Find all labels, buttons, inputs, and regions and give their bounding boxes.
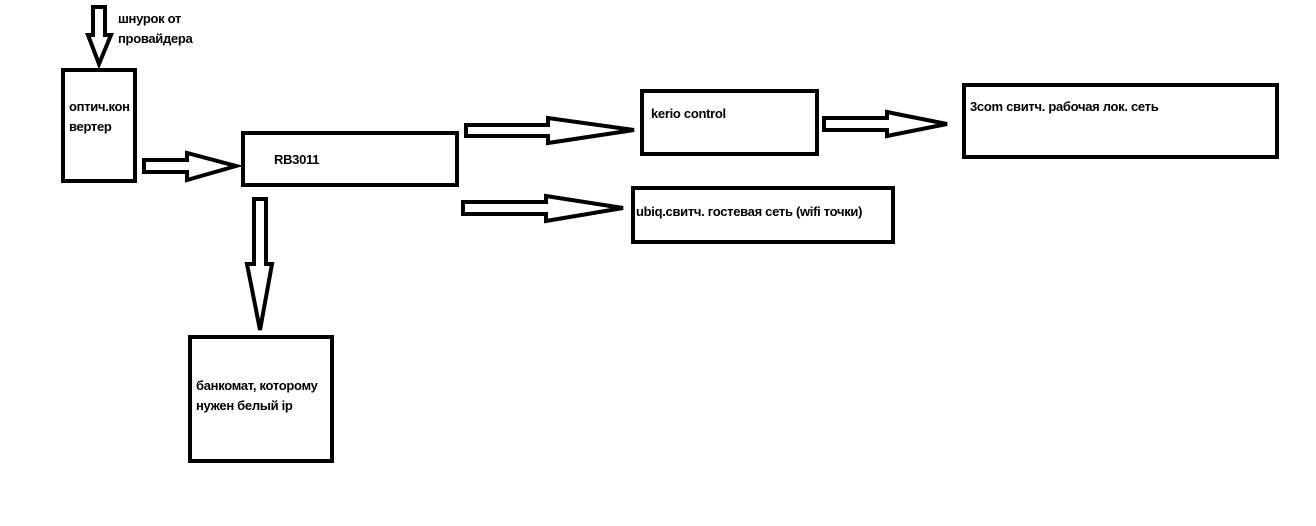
optic-converter-line2: вертер [69,119,112,134]
provider-cable-line2: провайдера [118,31,193,46]
kerio-label: kerio control [651,106,726,121]
atm-box [188,335,334,463]
provider-cable-line1: шнурок от [118,11,182,26]
kerio-box [640,89,819,156]
atm-line1: банкомат, которому [196,378,318,393]
optic-converter-box [61,68,137,183]
switch-3com-box [962,83,1279,159]
arrow-router-to-ubiq [461,193,624,224]
arrow-provider-to-converter [85,5,114,70]
ubiq-box [631,186,895,244]
arrow-router-to-atm [244,197,275,331]
provider-cable-label: шнурок от провайдера [118,9,193,49]
arrow-kerio-to-3com [822,109,948,139]
atm-label: банкомат, которому нужен белый ip [196,376,318,416]
ubiq-label: ubiq.свитч. гостевая сеть (wifi точки) [636,204,863,219]
arrow-converter-to-router [142,150,244,183]
router-label: RB3011 [274,152,320,167]
optic-converter-line1: оптич.кон [69,99,130,114]
atm-line2: нужен белый ip [196,398,293,413]
router-box [241,131,459,187]
optic-converter-label: оптич.кон вертер [69,97,130,137]
switch-3com-label: 3com свитч. рабочая лок. сеть [970,99,1159,114]
arrow-router-to-kerio [464,115,635,146]
